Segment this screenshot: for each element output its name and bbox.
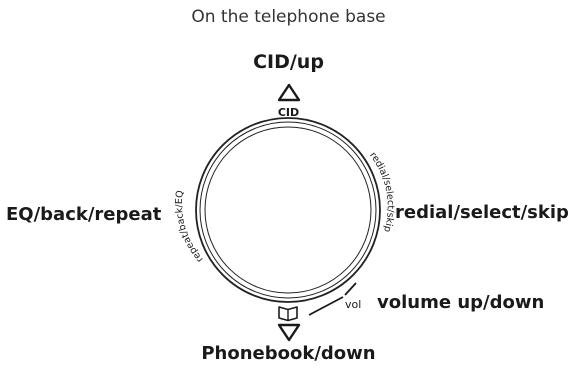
eq-back-repeat-label: EQ/back/repeat (6, 204, 162, 225)
diagram-heading: On the telephone base (191, 7, 386, 27)
vol-small-label: vol (345, 298, 362, 311)
phonebook-icon[interactable] (278, 306, 298, 322)
ring-inner-line (204, 126, 372, 294)
ring-outer-line (195, 117, 381, 303)
phonebook-down-label: Phonebook/down (201, 343, 376, 364)
ring-right-label: redial/select/skip (367, 150, 396, 233)
navigation-ring (195, 117, 381, 303)
volume-up-down-label: volume up/down (377, 292, 545, 313)
down-triangle-icon[interactable] (277, 323, 301, 342)
redial-select-skip-label: redial/select/skip (395, 202, 569, 223)
volume-arc-gap-end (344, 282, 357, 296)
cid-small-label: CID (277, 106, 300, 119)
volume-arc (308, 296, 344, 316)
cid-up-label: CID/up (253, 51, 324, 73)
ring-middle-line (199, 121, 377, 299)
up-triangle-icon[interactable] (277, 83, 301, 102)
